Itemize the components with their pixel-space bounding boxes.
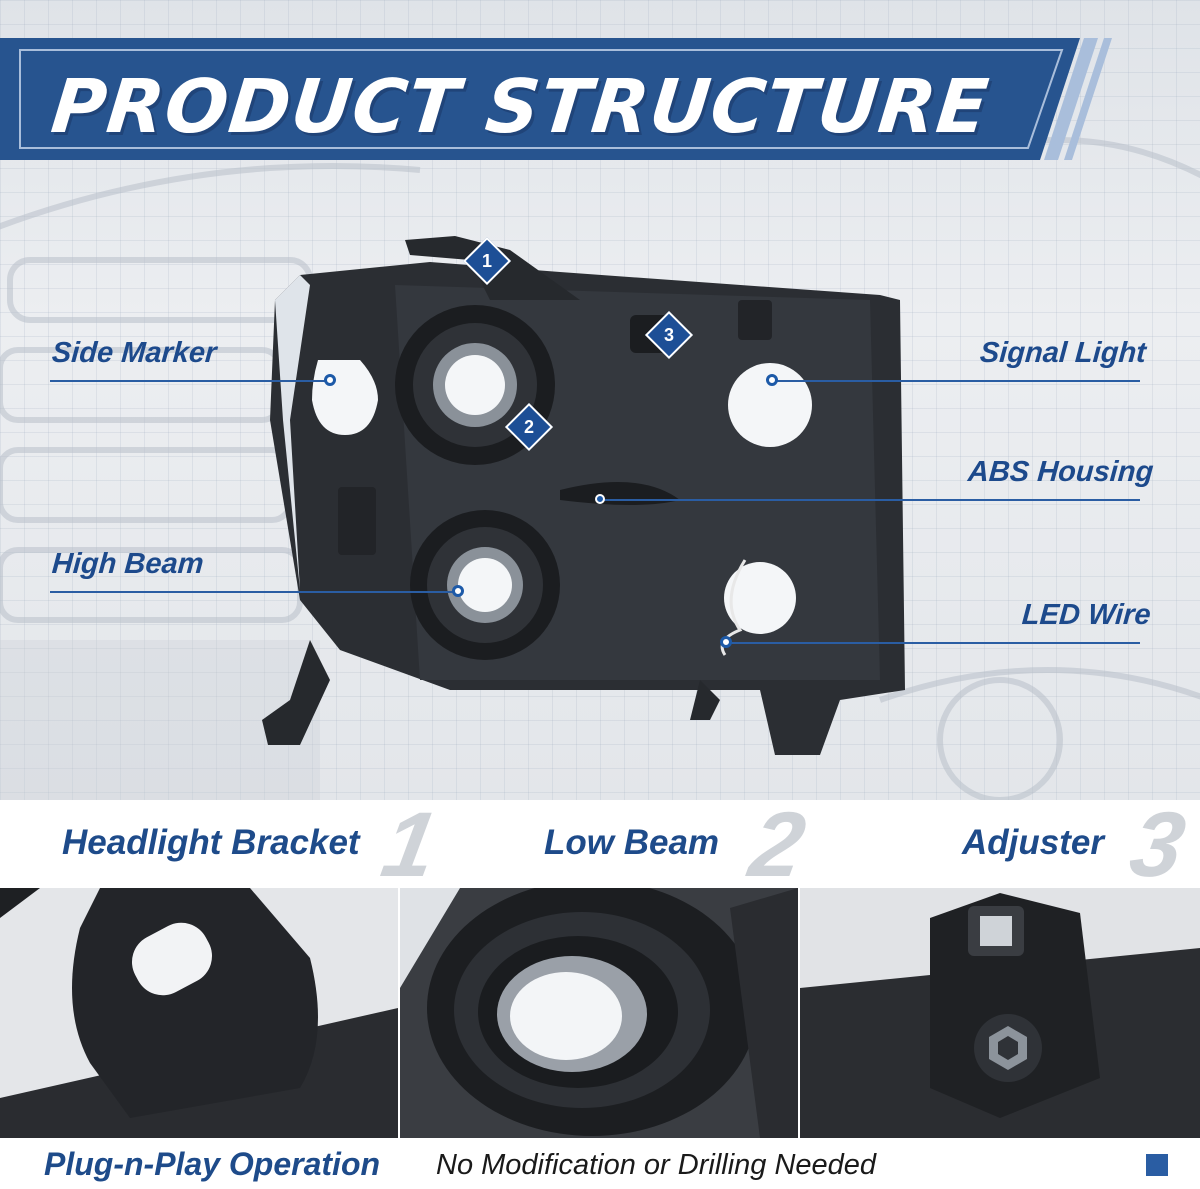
detail-title-headlight-bracket: Headlight Bracket (62, 823, 360, 862)
marker-signal-light (766, 374, 778, 386)
footer-accent-square (1146, 1154, 1168, 1176)
leader-line-led-wire (726, 642, 1140, 644)
marker-side-marker (324, 374, 336, 386)
label-high-beam: High Beam (50, 548, 205, 580)
title-banner: PRODUCT STRUCTURE (0, 38, 1120, 160)
detail-number-3: 3 (1123, 794, 1193, 896)
footer-subtext: No Modification or Drilling Needed (436, 1149, 877, 1181)
detail-title-low-beam: Low Beam (544, 823, 720, 862)
photo-low-beam (400, 888, 798, 1138)
footer: Plug-n-Play Operation No Modification or… (0, 1140, 1200, 1189)
marker-high-beam (452, 585, 464, 597)
label-abs-housing: ABS Housing (966, 456, 1155, 488)
label-signal-light: Signal Light (978, 337, 1148, 369)
hero-section: PRODUCT STRUCTURE (0, 0, 1200, 800)
label-side-marker: Side Marker (50, 337, 218, 369)
leader-line-high-beam (50, 591, 458, 593)
footer-headline: Plug-n-Play Operation (44, 1146, 381, 1182)
detail-title-adjuster: Adjuster (962, 823, 1104, 862)
photo-headlight-bracket (0, 888, 398, 1138)
leader-line-signal-light (772, 380, 1140, 382)
leader-line-abs-housing (600, 499, 1140, 501)
detail-section: Headlight Bracket 1 Low Beam 2 (0, 794, 1200, 1140)
marker-abs-housing (595, 494, 605, 504)
leader-line-side-marker (50, 380, 330, 382)
detail-adjuster: Adjuster 3 (800, 794, 1200, 1140)
photo-adjuster (800, 888, 1200, 1138)
detail-low-beam: Low Beam 2 (400, 794, 812, 1140)
headlight-assembly-image (262, 236, 905, 755)
marker-led-wire (720, 636, 732, 648)
detail-headlight-bracket: Headlight Bracket 1 (0, 794, 444, 1140)
label-led-wire: LED Wire (1020, 599, 1152, 631)
